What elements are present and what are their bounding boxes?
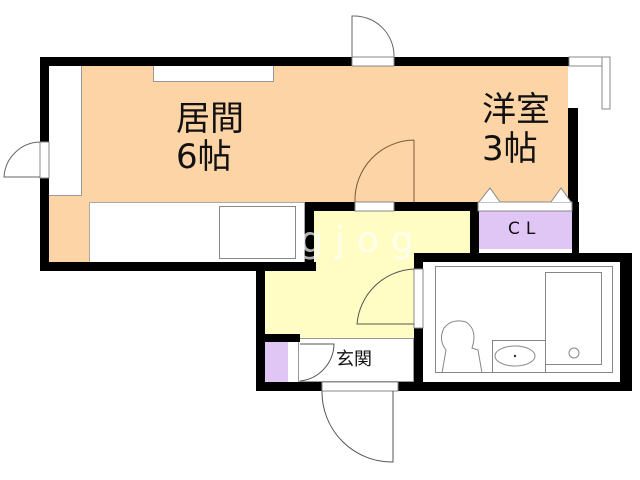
entrance-label: 玄関 xyxy=(336,349,372,370)
wall-bath-top xyxy=(414,253,632,262)
wall-hall-left xyxy=(305,202,314,270)
closet-label: CL xyxy=(508,219,542,239)
shoe-storage xyxy=(264,342,288,382)
wall-mid-horizontal xyxy=(40,262,316,271)
wall-bottom-left xyxy=(256,382,322,391)
wall-right xyxy=(568,108,578,211)
bathroom-area xyxy=(424,262,620,382)
bathtub xyxy=(545,272,602,365)
living-room-lower-area xyxy=(48,200,90,262)
wall-bath-right xyxy=(620,253,632,391)
wall-bottom-right xyxy=(398,382,632,391)
wall-entry-step xyxy=(256,334,300,342)
watermark: gjog xyxy=(300,220,426,261)
western-room-name: 洋室 xyxy=(482,90,550,130)
kitchen-sink xyxy=(219,206,296,259)
wall-entry-left xyxy=(256,266,265,391)
wall-left-upper xyxy=(40,57,49,142)
hallway-lower-area xyxy=(264,266,414,338)
wall-bath-left-lower xyxy=(414,328,423,388)
wall-closet-left xyxy=(470,202,479,262)
wall-room-bottom-left xyxy=(305,202,355,211)
wash-basin-box xyxy=(492,340,546,373)
wall-top xyxy=(40,57,356,66)
living-room-name: 居間 xyxy=(176,99,244,139)
wall-left-lower xyxy=(40,178,49,271)
wall-closet-right xyxy=(572,202,579,262)
western-room-size: 3帖 xyxy=(482,129,538,169)
closet-area xyxy=(478,211,572,249)
wall-top-right xyxy=(394,57,570,66)
living-room-size: 6帖 xyxy=(176,137,232,177)
living-room-area xyxy=(48,65,568,203)
wall-room-bottom-right xyxy=(394,202,478,211)
top-window-sill xyxy=(153,66,274,82)
storage-shelf xyxy=(49,66,82,196)
wall-bath-left-upper xyxy=(414,253,423,269)
